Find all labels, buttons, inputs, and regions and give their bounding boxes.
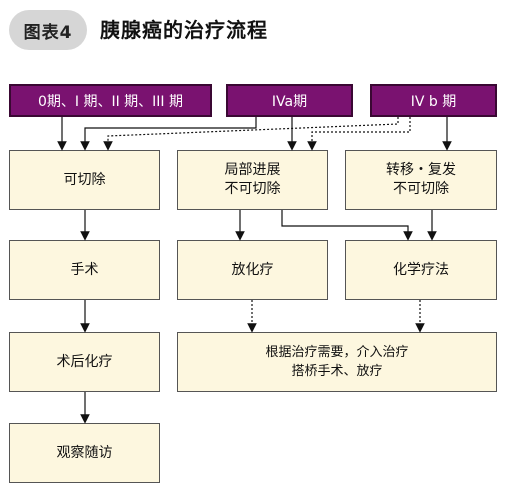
stage-4a: IVa期 xyxy=(226,84,353,117)
arrow-stage4a-resectable xyxy=(80,117,257,151)
box-locally-advanced: 局部进展 不可切除 xyxy=(177,150,328,210)
box-surgery: 手术 xyxy=(9,240,160,300)
figure-number-badge: 图表4 xyxy=(9,10,87,50)
figure-title: 胰腺癌的治疗流程 xyxy=(100,18,268,42)
box-supportive-note: 根据治疗需要，介入治疗 搭桥手术、放疗 xyxy=(177,332,497,392)
box-follow-up: 观察随访 xyxy=(9,423,160,483)
box-radiochemotherapy: 放化疗 xyxy=(177,240,328,300)
dotted-stage4b-resectable xyxy=(103,117,399,151)
stage-0-3: 0期、I 期、II 期、III 期 xyxy=(9,84,212,117)
box-metastatic: 转移・复发 不可切除 xyxy=(345,150,497,210)
stage-4b: IV b 期 xyxy=(370,84,497,117)
arrow-local-chemo xyxy=(281,210,413,241)
box-chemotherapy: 化学疗法 xyxy=(345,240,497,300)
dotted-stage4b-local xyxy=(307,117,411,151)
